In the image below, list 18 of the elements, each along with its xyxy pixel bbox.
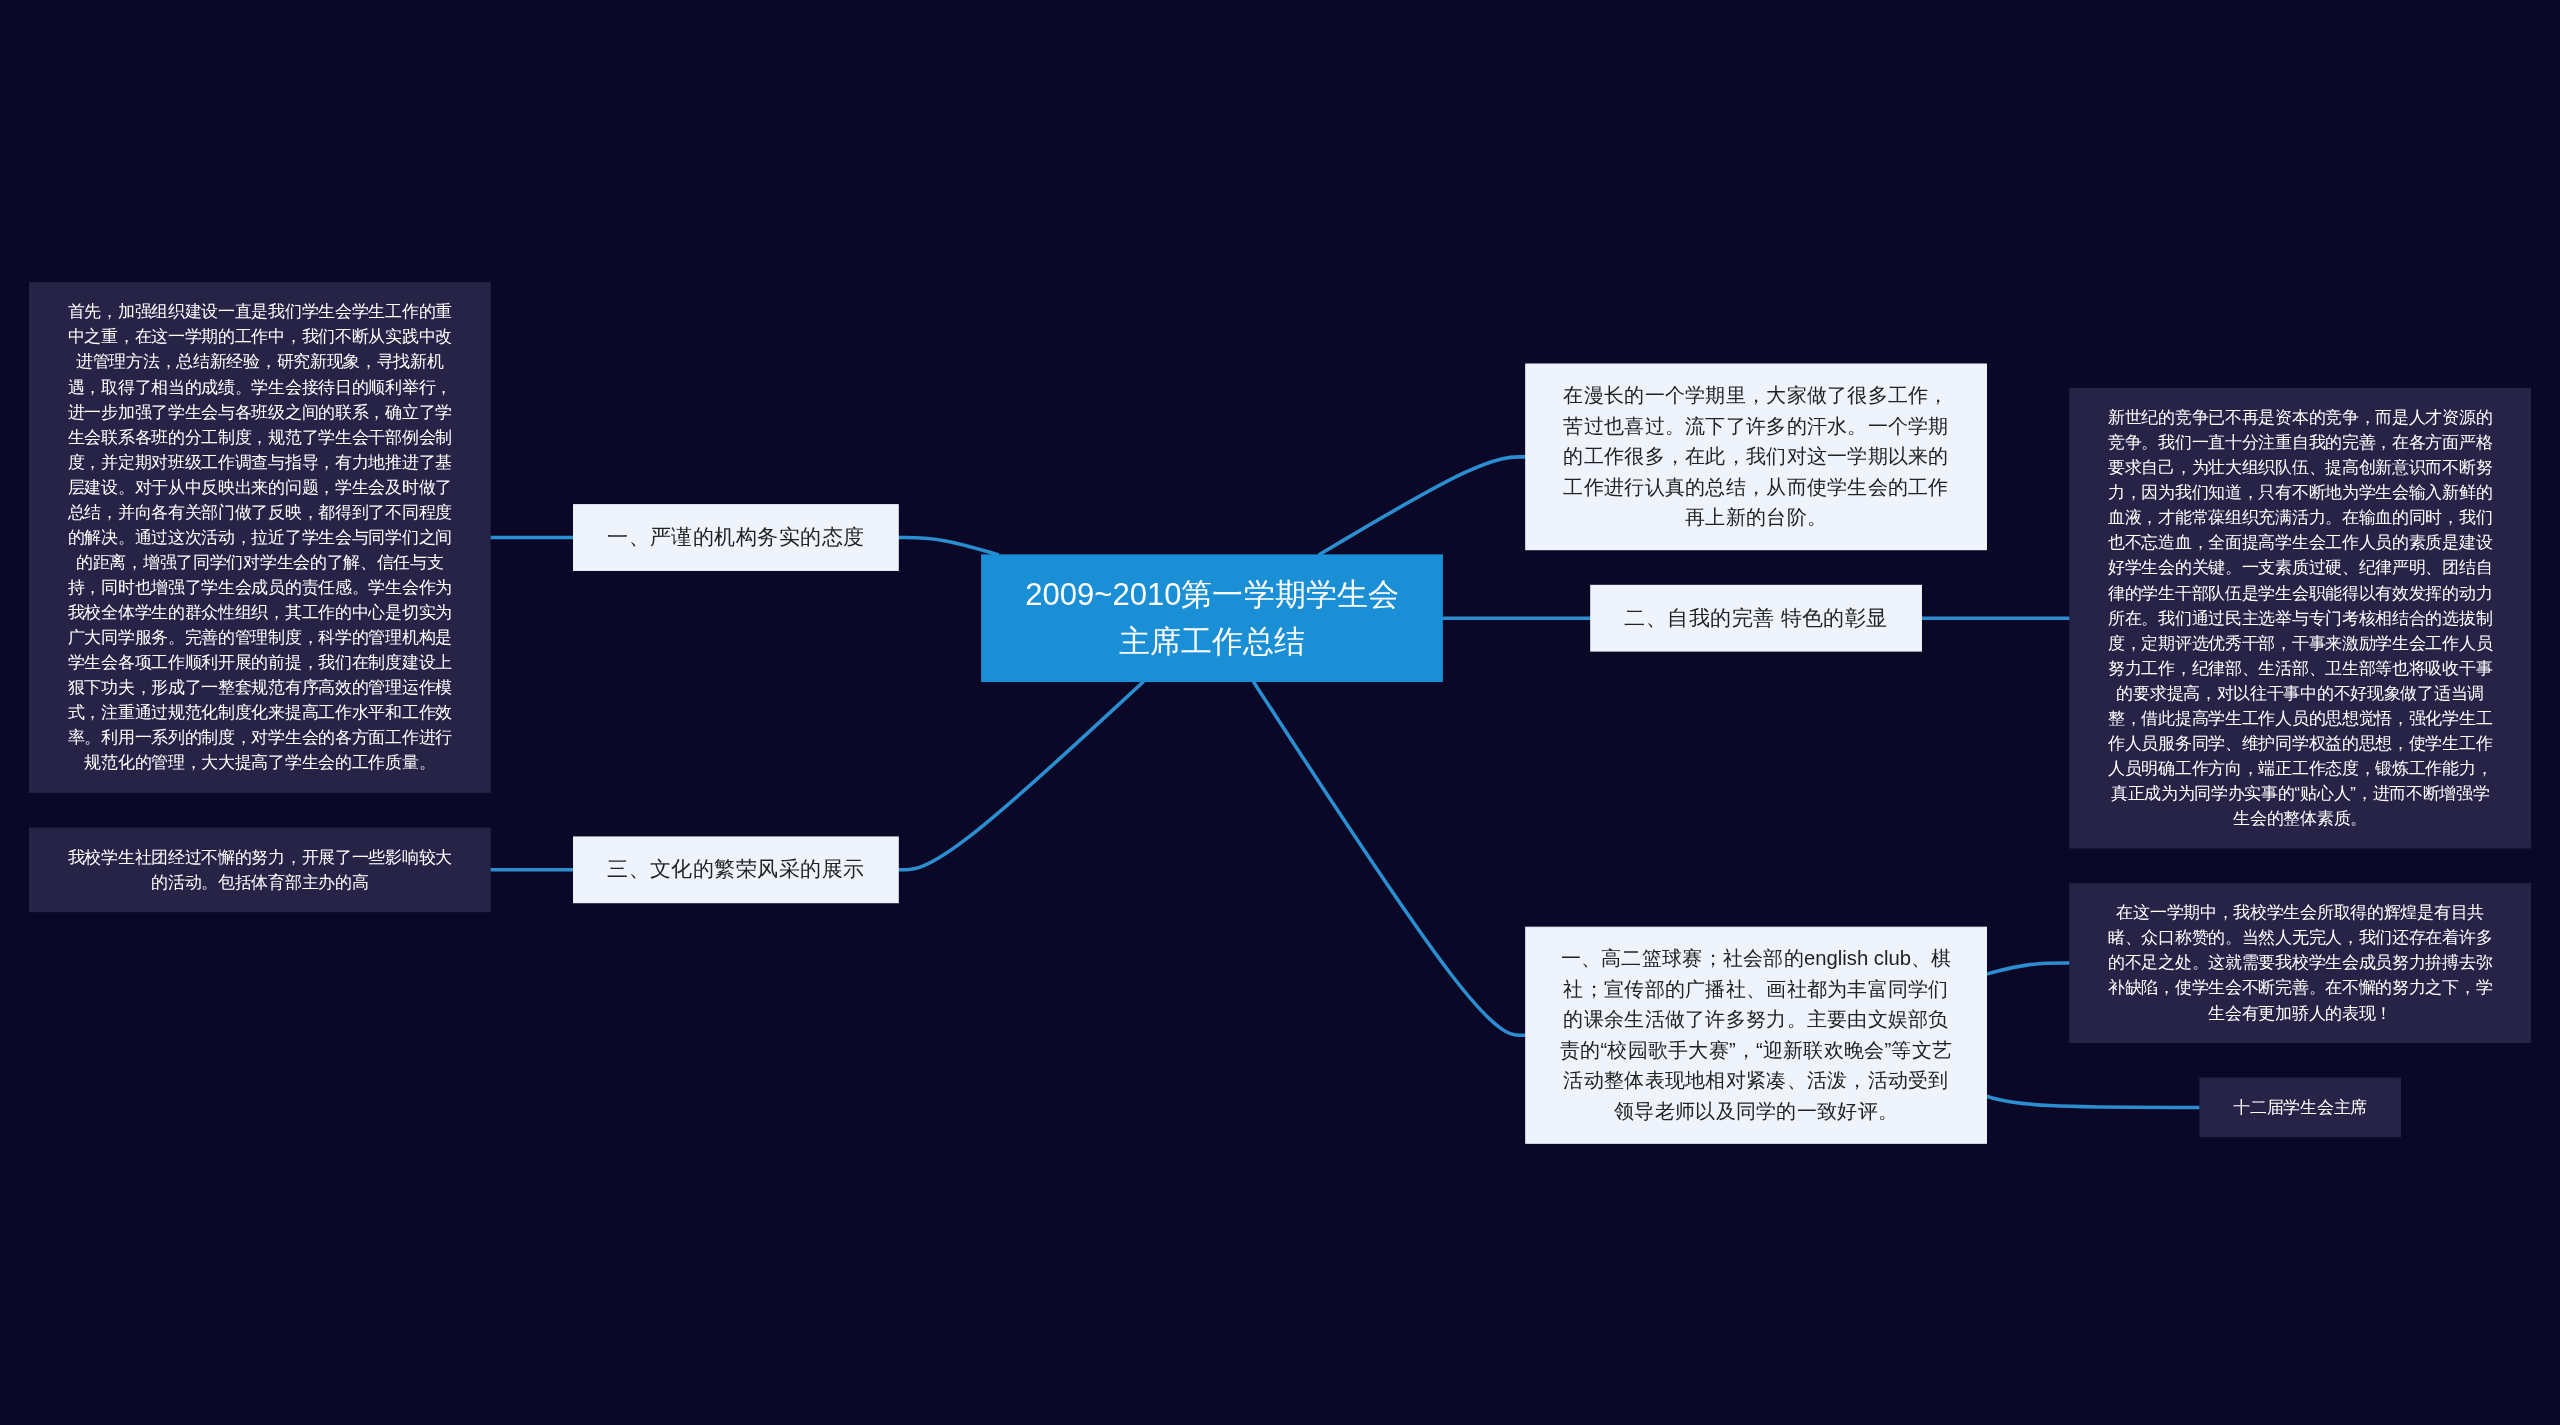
node-box: 新世纪的竞争已不再是资本的竞争，而是人才资源的竞争。我们一直十分注重自我的完善，在各方面严格要求自己，为壮大组织队伍、提高创新意识而不断努力，因为我们知道，只有不断地为学生会输入新鲜的血液，才能常葆组织充满活力。在输血的同时，我们也不忘造血，全面提高学生会工作人员的素质是建设好学生会的关键。一支素质过硬、纪律严明、团结自律的学生干部队伍是学生会职能得以有效发挥的动力所在。我们通过民主选举与专门考核相结合的选拔制度，定期评选优秀干部，干事来激励学生会工作人员努力工作，纪律部、生活部、卫生部等也将吸收干事的要求提高，对以往干事中的不好现象做了适当调整，借此提高学生工作人员的思想觉悟，强化学生工作人员服务同学、维护同学权益的思想，使学生工作人员明确工作方向，端正工作态度，锻炼工作能力，真正成为为同学办实事的“贴心人”，进而不断增强学生会的整体素质。 bbox=[2069, 387, 2532, 848]
connector bbox=[898, 679, 1145, 872]
node-box: 一、高二篮球赛；社会部的english club、棋社；宣传部的广播社、画社都为丰富同学们的课余生活做了许多努力。主要由文娱部负责的“校园歌手大赛”，“迎新联欢晚会”等文艺活动整体表现地相对紧凑、活泼，活动受到领导老师以及同学的一致好评。 bbox=[1525, 926, 1987, 1144]
node-box: 三、文化的繁荣风采的展示 bbox=[573, 835, 899, 903]
node-box: 在这一学期中，我校学生会所取得的辉煌是有目共睹、众口称赞的。当然人无完人，我们还存在着许多的不足之处。这就需要我校学生会成员努力拚搏去弥补缺陷，使学生会不断完善。在不懈的努力之下，学生会有更加骄人的表现！ bbox=[2069, 882, 2532, 1043]
connector bbox=[1251, 680, 1526, 1037]
connector bbox=[1317, 454, 1526, 556]
node-box: 十二届学生会主席 bbox=[2199, 1077, 2401, 1137]
node-box: 一、严谨的机构务实的态度 bbox=[573, 503, 899, 571]
node-box: 在漫长的一个学期里，大家做了很多工作，苦过也喜过。流下了许多的汗水。一个学期的工作很多，在此，我们对这一学期以来的工作进行认真的总结，从而使学生会的工作再上新的台阶。 bbox=[1525, 362, 1987, 550]
node-box: 首先，加强组织建设一直是我们学生会学生工作的重中之重，在这一学期的工作中，我们不断从实践中改进管理方法，总结新经验，研究新现象，寻找新机遇，取得了相当的成绩。学生会接待日的顺利举行，进一步加强了学生会与各班级之间的联系，确立了学生会联系各班的分工制度，规范了学生会干部例会制度，并定期对班级工作调查与指导，有力地推进了基层建设。对于从中反映出来的问题，学生会及时做了总结，并向各有关部门做了反映，都得到了不同程度的解决。通过这次活动，拉近了学生会与同学们之间的距离，增强了同学们对学生会的了解、信任与支持，同时也增强了学生会成员的责任感。学生会作为我校全体学生的群众性组织，其工作的中心是切实为广大同学服务。完善的管理制度，科学的管理机构是学生会各项工作顺利开展的前提，我们在制度建设上狠下功夫，形成了一整套规范有序高效的管理运作模式，注重通过规范化制度化来提高工作水平和工作效率。利用一系列的制度，对学生会的各方面工作进行规范化的管理，大大提高了学生会的工作质量。 bbox=[28, 281, 491, 793]
node-box: 2009~2010第一学期学生会主席工作总结 bbox=[981, 553, 1443, 682]
connector bbox=[490, 867, 574, 872]
node-box: 二、自我的完善 特色的彰显 bbox=[1590, 584, 1922, 652]
node-box: 我校学生社团经过不懈的努力，开展了一些影响较大的活动。包括体育部主办的高 bbox=[28, 826, 491, 912]
connector bbox=[1921, 615, 2070, 620]
connector bbox=[490, 535, 574, 539]
connector bbox=[1442, 615, 1591, 620]
